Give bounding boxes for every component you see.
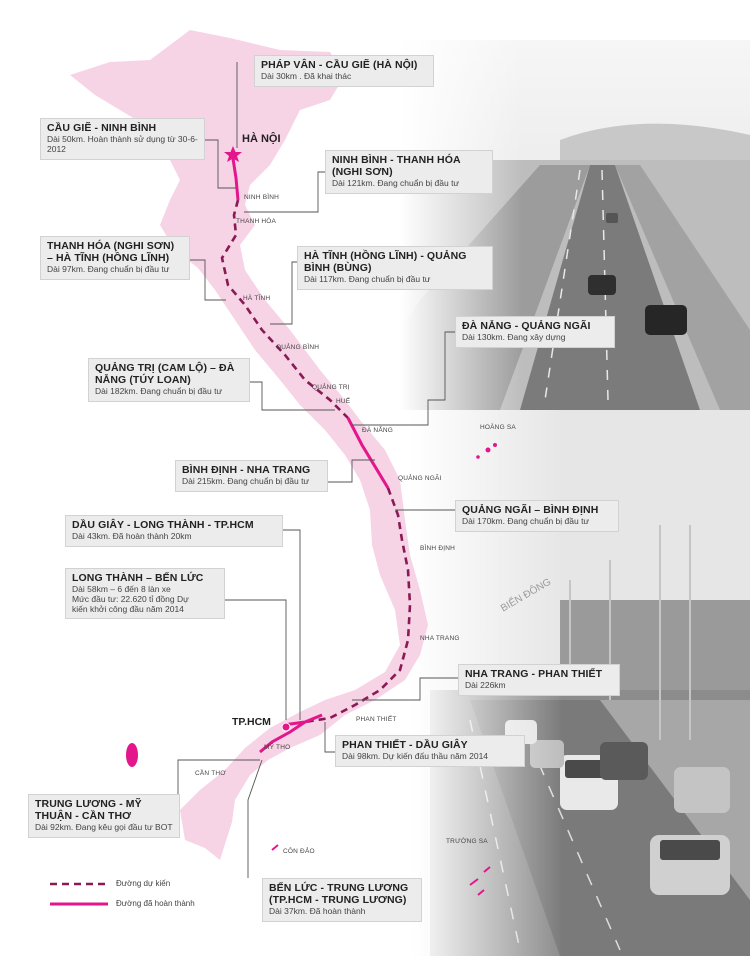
segment-ninh-binh-thanh-hoa: NINH BÌNH - THANH HÓA (NGHI SƠN) Dài 121… <box>325 150 493 194</box>
place-con-dao: CÔN ĐẢO <box>283 848 315 855</box>
segment-cau-gie-ninh-binh: CẦU GIẼ - NINH BÌNH Dài 50km. Hoàn thành… <box>40 118 205 160</box>
hanoi-star-icon <box>224 146 242 162</box>
segment-desc: Dài 170km. Đang chuẩn bị đầu tư <box>462 516 590 527</box>
segment-desc: Dài 37km. Đã hoàn thành <box>269 906 366 917</box>
segment-ha-tinh-quang-binh: HÀ TĨNH (HỒNG LĨNH) - QUẢNG BÌNH (BÙNG) … <box>297 246 493 290</box>
con-dao-island <box>271 844 279 851</box>
segment-desc: Dài 50km. Hoàn thành sử dụng từ 30-6-201… <box>47 134 198 154</box>
segment-desc: Dài 92km. Đang kêu gọi đầu tư BOT <box>35 822 173 833</box>
hoang-sa-islands <box>476 443 497 459</box>
segment-phap-van-cau-gie: PHÁP VÂN - CẦU GIẼ (HÀ NỘI) Dài 30km . Đ… <box>254 55 434 87</box>
place-phan-thiet: PHAN THIẾT <box>356 716 397 723</box>
segment-title: ĐÀ NẴNG - QUẢNG NGÃI <box>462 320 591 332</box>
segment-title: CẦU GIẼ - NINH BÌNH <box>47 122 157 134</box>
vietnam-land <box>70 30 428 860</box>
segment-desc: Dài 43km. Đã hoàn thành 20km <box>72 531 192 542</box>
segment-desc: Dài 121km. Đang chuẩn bị đầu tư <box>332 178 460 189</box>
segment-title: THANH HÓA (NGHI SƠN) – HÀ TĨNH (HỒNG LĨN… <box>47 240 175 265</box>
segment-quang-tri-da-nang: QUẢNG TRỊ (CAM LỘ) – ĐÀ NẴNG (TÚY LOAN) … <box>88 358 250 402</box>
segment-da-nang-quang-ngai: ĐÀ NẴNG - QUẢNG NGÃI Dài 130km. Đang xây… <box>455 316 615 348</box>
city-hcm: TP.HCM <box>232 716 271 728</box>
segment-title: LONG THÀNH – BẾN LỨC <box>72 572 204 584</box>
place-quang-binh: QUẢNG BÌNH <box>276 344 320 351</box>
planned-route <box>220 199 412 724</box>
place-truong-sa: TRƯỜNG SA <box>446 838 488 845</box>
completed-route-south <box>259 720 306 754</box>
segment-title: NHA TRANG - PHAN THIẾT <box>465 668 603 680</box>
segment-title: BÌNH ĐỊNH - NHA TRANG <box>182 464 311 476</box>
place-ha-tinh: HÀ TĨNH <box>243 295 271 302</box>
place-thanh-hoa: THANH HÓA <box>236 218 277 225</box>
place-hoang-sa: HOÀNG SA <box>480 424 516 431</box>
city-hanoi: HÀ NỘI <box>242 133 281 145</box>
segment-desc: Dài 58km – 6 đến 8 làn xe Mức đầu tư: 22… <box>72 584 189 614</box>
segment-desc: Dài 182km. Đang chuẩn bị đầu tư <box>95 386 223 397</box>
phu-quoc-island <box>126 743 138 767</box>
segment-desc: Dài 226km <box>465 680 506 691</box>
segment-title: NINH BÌNH - THANH HÓA (NGHI SƠN) <box>332 154 461 179</box>
completed-route-hanoi <box>230 151 240 201</box>
place-da-nang: ĐÀ NẴNG <box>362 427 394 434</box>
segment-nha-trang-phan-thiet: NHA TRANG - PHAN THIẾT Dài 226km <box>458 664 620 696</box>
segment-desc: Dài 130km. Đang xây dựng <box>462 332 566 343</box>
segment-trung-luong-can-tho: TRUNG LƯƠNG - MỸ THUẬN - CẦN THƠ Dài 92k… <box>28 794 180 838</box>
segment-long-thanh-ben-luc: LONG THÀNH – BẾN LỨC Dài 58km – 6 đến 8 … <box>65 568 225 620</box>
segment-dau-giay-long-thanh-hcm: DẦU GIÂY - LONG THÀNH - TP.HCM Dài 43km.… <box>65 515 283 547</box>
place-hue: HUẾ <box>336 398 351 405</box>
segment-thanh-hoa-ha-tinh: THANH HÓA (NGHI SƠN) – HÀ TĨNH (HỒNG LĨN… <box>40 236 190 280</box>
completed-route-hcm <box>282 713 323 727</box>
segment-phan-thiet-dau-giay: PHAN THIẾT - DẦU GIÂY Dài 98km. Dự kiến … <box>335 735 525 767</box>
segment-binh-dinh-nha-trang: BÌNH ĐỊNH - NHA TRANG Dài 215km. Đang ch… <box>175 460 328 492</box>
legend-completed-label: Đường đã hoàn thành <box>116 899 195 908</box>
segment-title: PHAN THIẾT - DẦU GIÂY <box>342 739 468 751</box>
place-ninh-binh: NINH BÌNH <box>244 194 280 201</box>
legend-planned-label: Đường dự kiến <box>116 879 171 888</box>
segment-desc: Dài 215km. Đang chuẩn bị đầu tư <box>182 476 310 487</box>
segment-title: DẦU GIÂY - LONG THÀNH - TP.HCM <box>72 519 254 531</box>
segment-title: BẾN LỨC - TRUNG LƯƠNG (TP.HCM - TRUNG LƯ… <box>269 882 409 907</box>
place-quang-tri: QUẢNG TRỊ <box>312 384 350 391</box>
segment-quang-ngai-binh-dinh: QUẢNG NGÃI – BÌNH ĐỊNH Dài 170km. Đang c… <box>455 500 619 532</box>
truong-sa-islands <box>469 866 491 896</box>
place-quang-ngai: QUẢNG NGÃI <box>398 475 442 482</box>
segment-title: PHÁP VÂN - CẦU GIẼ (HÀ NỘI) <box>261 59 418 71</box>
segment-title: QUẢNG TRỊ (CAM LỘ) – ĐÀ NẴNG (TÚY LOAN) <box>95 362 235 387</box>
completed-route-danang <box>346 417 390 489</box>
segment-title: TRUNG LƯƠNG - MỸ THUẬN - CẦN THƠ <box>35 798 142 823</box>
highway-photo-top <box>400 40 750 410</box>
place-can-tho: CẦN THƠ <box>195 770 227 777</box>
segment-desc: Dài 117km. Đang chuẩn bị đầu tư <box>304 274 431 285</box>
segment-desc: Dài 97km. Đang chuẩn bị đầu tư <box>47 264 170 275</box>
segment-ben-luc-trung-luong: BẾN LỨC - TRUNG LƯƠNG (TP.HCM - TRUNG LƯ… <box>262 878 422 922</box>
segment-desc: Dài 98km. Dự kiến đấu thầu năm 2014 <box>342 751 489 762</box>
segment-title: HÀ TĨNH (HỒNG LĨNH) - QUẢNG BÌNH (BÙNG) <box>304 250 467 275</box>
place-my-tho: MỸ THO <box>264 744 291 751</box>
segment-title: QUẢNG NGÃI – BÌNH ĐỊNH <box>462 504 599 516</box>
place-nha-trang: NHA TRANG <box>420 635 460 642</box>
place-binh-dinh: BÌNH ĐỊNH <box>420 545 456 552</box>
segment-desc: Dài 30km . Đã khai thác <box>261 71 352 82</box>
leader-lines <box>177 62 458 878</box>
hcm-marker <box>281 722 291 732</box>
